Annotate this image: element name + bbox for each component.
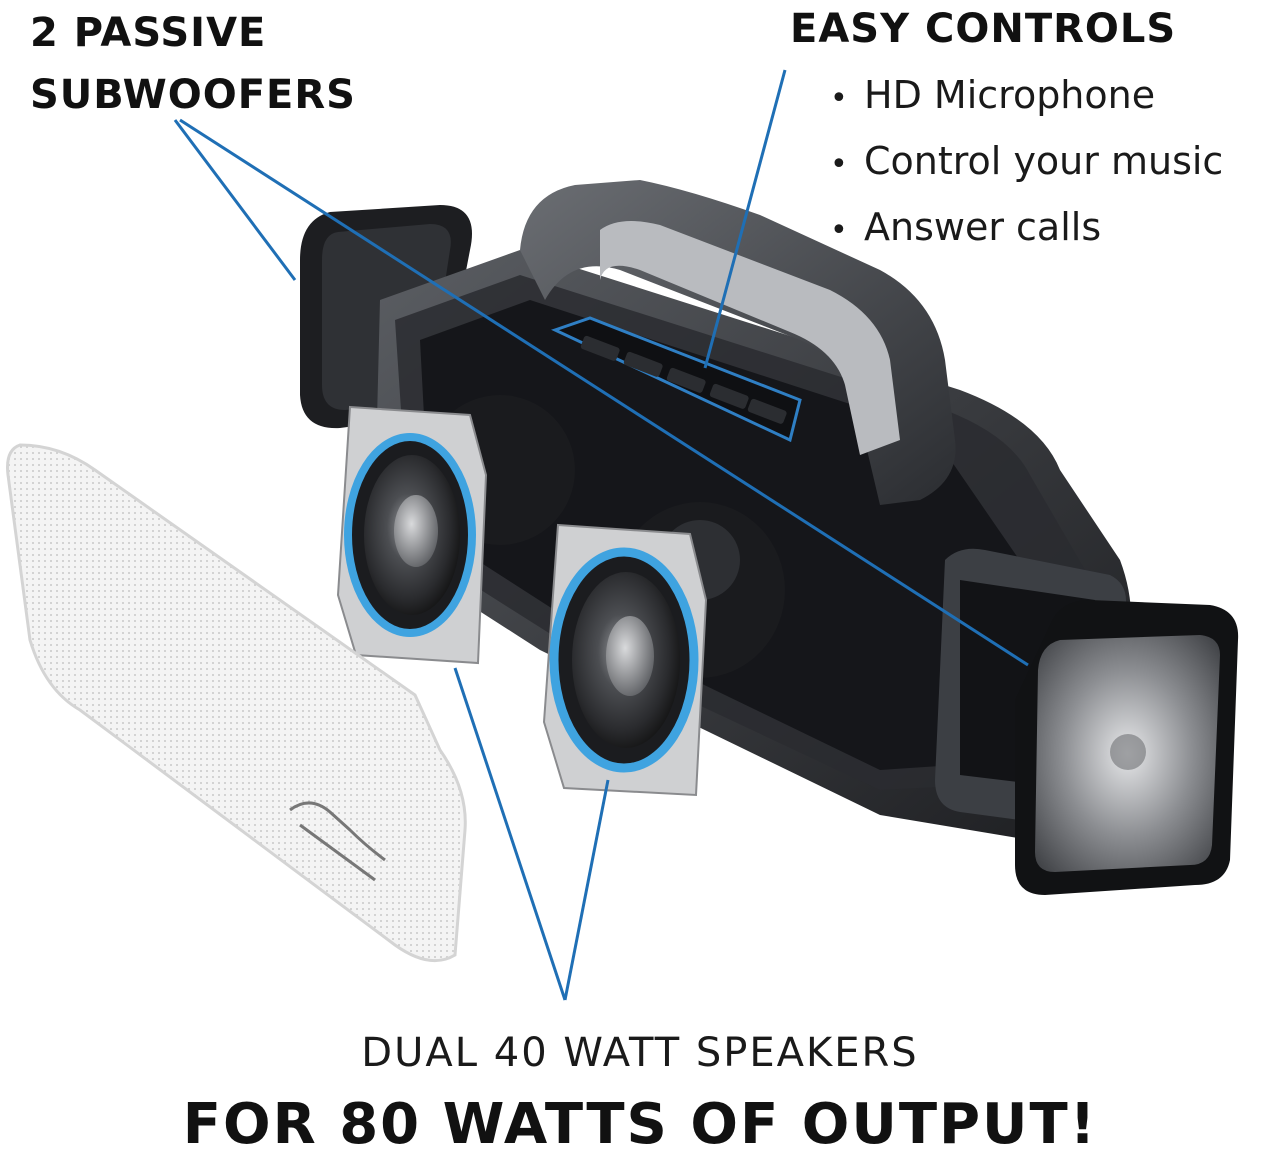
button-5[interactable] <box>747 398 787 425</box>
left-title-line2: SUBWOOFERS <box>30 72 356 118</box>
bullet-icon: • <box>830 213 848 248</box>
controls-feature-list: • HD Microphone • Control your music • Answ… <box>830 64 1223 262</box>
callout-lines <box>173 69 1029 1001</box>
button-1[interactable] <box>580 335 620 362</box>
feature-item: • HD Microphone <box>830 64 1223 130</box>
brand-logo-icon <box>289 801 386 882</box>
passive-subwoofers-title: 2 PASSIVE SUBWOOFERS <box>30 2 356 126</box>
output-headline: FOR 80 WATTS OF OUTPUT! <box>182 1092 1098 1157</box>
easy-controls-title: EASY CONTROLS <box>790 6 1177 52</box>
button-3[interactable] <box>666 367 706 394</box>
feature-label: Control your music <box>864 139 1224 183</box>
left-title-line1: 2 PASSIVE <box>30 10 267 56</box>
left-driver <box>336 405 488 665</box>
feature-label: HD Microphone <box>864 73 1156 117</box>
grille-cover <box>6 443 467 963</box>
control-panel <box>551 316 802 443</box>
bullet-icon: • <box>830 147 848 182</box>
dual-speakers-caption: DUAL 40 WATT SPEAKERS <box>361 1030 919 1076</box>
button-4[interactable] <box>709 383 749 410</box>
right-driver <box>542 523 708 797</box>
button-2[interactable] <box>623 351 663 378</box>
front-passive-subwoofer <box>1015 600 1239 895</box>
bullet-icon: • <box>830 81 848 116</box>
feature-label: Answer calls <box>864 205 1102 249</box>
feature-item: • Control your music <box>830 130 1223 196</box>
carrying-handle <box>520 180 956 505</box>
feature-item: • Answer calls <box>830 196 1223 262</box>
